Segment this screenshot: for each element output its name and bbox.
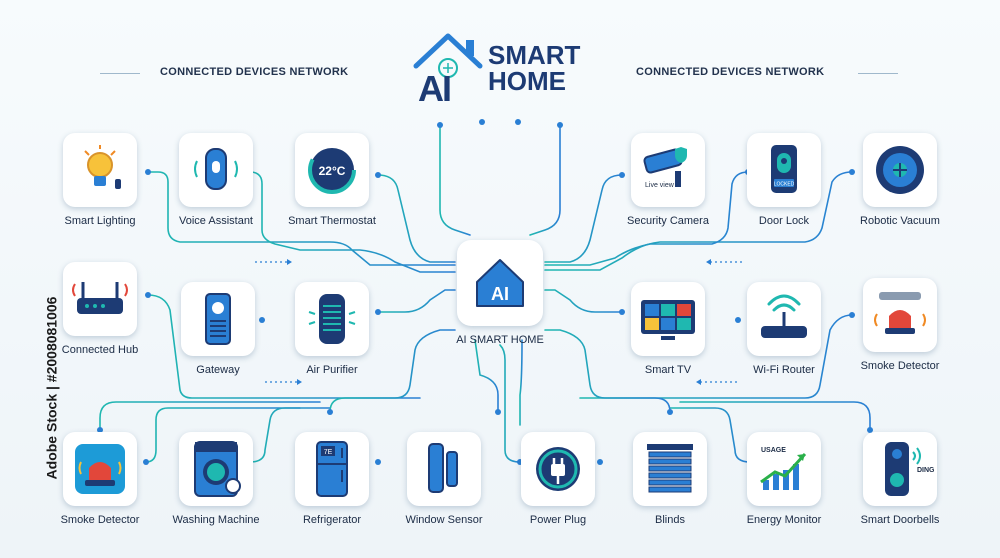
subtitle-left: CONNECTED DEVICES NETWORK (160, 66, 349, 78)
device-label: Smoke Detector (60, 514, 140, 526)
thermostat-display: 22°C (319, 164, 346, 178)
device-label: Door Lock (758, 215, 810, 227)
device-blinds[interactable]: Blinds (615, 432, 725, 526)
subtitle-right: CONNECTED DEVICES NETWORK (636, 66, 825, 78)
device-label: Refrigerator (302, 514, 362, 526)
device-smart-tv[interactable]: Smart TV (613, 282, 723, 376)
camera-badge: Live view (645, 182, 675, 189)
window-sensor-icon (428, 443, 458, 493)
doorbell-badge: DING (917, 467, 935, 474)
logo-wordmark: SMART HOME (488, 42, 580, 94)
ai-house-icon: AI (476, 259, 524, 307)
power-plug-icon (536, 447, 580, 491)
device-label: Smart Lighting (64, 215, 136, 227)
device-connected-hub[interactable]: Connected Hub (45, 262, 155, 356)
fridge-display: 7E (324, 449, 333, 456)
device-label: Smart TV (644, 364, 692, 376)
device-door-lock[interactable]: LOCKED Door Lock (729, 133, 839, 227)
camera-icon: Live view (643, 147, 687, 189)
device-label: Security Camera (627, 215, 709, 227)
logo-mark-text: AI (418, 68, 452, 109)
logo-line1: SMART (488, 40, 581, 70)
device-label: Connected Hub (61, 344, 139, 356)
gateway-icon (205, 293, 231, 345)
lock-icon: LOCKED (771, 145, 797, 193)
device-label: Washing Machine (172, 514, 260, 526)
device-smart-doorbells[interactable]: DING Smart Doorbells (845, 432, 955, 526)
device-label: Blinds (655, 514, 685, 526)
device-label: Robotic Vacuum (860, 215, 940, 227)
device-robotic-vacuum[interactable]: Robotic Vacuum (845, 133, 955, 227)
subtitle-left-rule (100, 73, 140, 74)
device-refrigerator[interactable]: 7E Refrigerator (277, 432, 387, 526)
stock-watermark: Adobe Stock | #2008081006 (43, 296, 60, 480)
logo-line2: HOME (488, 66, 566, 96)
subtitle-right-rule (858, 73, 898, 74)
thermostat-icon: 22°C (308, 146, 356, 194)
router-hub-icon (72, 282, 128, 314)
lock-badge: LOCKED (774, 182, 795, 188)
device-label: Smoke Detector (860, 360, 940, 372)
device-label: Wi-Fi Router (753, 364, 815, 376)
device-label: Gateway (196, 364, 240, 376)
device-label: Smart Doorbells (860, 514, 940, 526)
house-brain-icon (413, 33, 483, 78)
smoke-alarm-icon (874, 292, 926, 334)
device-window-sensor[interactable]: Window Sensor (389, 432, 499, 526)
device-label: Smart Thermostat (288, 215, 376, 227)
device-washing-machine[interactable]: Washing Machine (161, 432, 271, 526)
device-gateway[interactable]: Gateway (163, 282, 273, 376)
vacuum-icon (876, 146, 924, 194)
hub-label: AI SMART HOME (456, 334, 544, 346)
device-wifi-router[interactable]: Wi-Fi Router (729, 282, 839, 376)
washing-machine-icon (194, 441, 241, 497)
device-smoke-detector-right[interactable]: Smoke Detector (845, 278, 955, 372)
device-security-camera[interactable]: Live view Security Camera (613, 133, 723, 227)
device-voice-assistant[interactable]: Voice Assistant (161, 133, 271, 227)
blinds-icon (647, 444, 693, 493)
air-purifier-icon (308, 294, 356, 344)
refrigerator-icon: 7E (316, 441, 348, 497)
alarm-siren-icon (75, 444, 125, 494)
device-energy-monitor[interactable]: USAGE Energy Monitor (729, 432, 839, 526)
device-power-plug[interactable]: Power Plug (503, 432, 613, 526)
device-label: Energy Monitor (746, 514, 822, 526)
device-label: Air Purifier (306, 364, 358, 376)
device-smoke-detector-left[interactable]: Smoke Detector (45, 432, 155, 526)
ai-smart-home-logo: AI SMART HOME (410, 28, 610, 109)
device-smart-thermostat[interactable]: 22°C Smart Thermostat (277, 133, 387, 227)
tv-icon (641, 300, 695, 340)
smart-speaker-icon (194, 148, 238, 190)
light-bulb-icon (84, 145, 121, 189)
ai-smart-home-hub[interactable]: AI AI SMART HOME (455, 240, 545, 346)
energy-chart-icon: USAGE (760, 447, 807, 490)
device-air-purifier[interactable]: Air Purifier (277, 282, 387, 376)
wifi-router-icon (761, 294, 807, 338)
device-smart-lighting[interactable]: Smart Lighting (45, 133, 155, 227)
hub-icon-text: AI (491, 284, 509, 304)
device-label: Voice Assistant (179, 215, 253, 227)
device-label: Window Sensor (405, 514, 483, 526)
energy-badge: USAGE (761, 447, 786, 454)
doorbell-icon: DING (885, 442, 935, 496)
device-label: Power Plug (529, 514, 587, 526)
